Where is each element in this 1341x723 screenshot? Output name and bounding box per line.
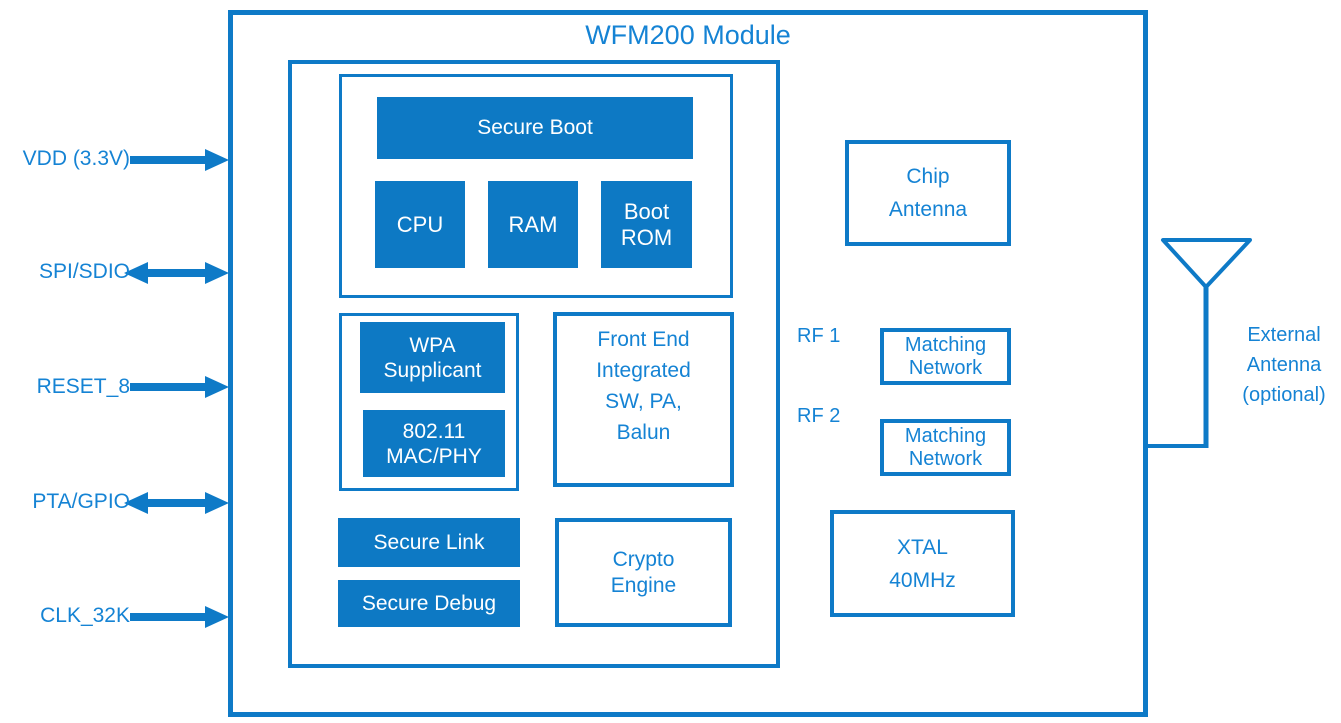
block-chip-antenna: Chip Antenna	[845, 140, 1011, 246]
block-ram: RAM	[488, 181, 578, 268]
block-front-end: Front End Integrated SW, PA, Balun	[553, 312, 734, 487]
block-matching-network-1: Matching Network	[880, 328, 1011, 385]
external-antenna-label: External Antenna (optional)	[1242, 324, 1326, 406]
reset-arrow-icon	[130, 376, 229, 398]
spi-sdio-double-arrow-icon	[124, 262, 229, 284]
block-80211-mac-phy: 802.11 MAC/PHY	[363, 410, 505, 477]
port-label-spi-sdio: SPI/SDIO	[38, 260, 130, 283]
block-secure-link: Secure Link	[338, 518, 520, 567]
block-wpa-supplicant: WPA Supplicant	[360, 322, 505, 393]
port-label-pta-gpio: PTA/GPIO	[32, 490, 130, 513]
clk-arrow-icon	[130, 606, 229, 628]
port-label-reset: RESET_8	[36, 375, 130, 398]
block-secure-debug: Secure Debug	[338, 580, 520, 627]
block-secure-boot: Secure Boot	[377, 97, 693, 159]
block-xtal: XTAL 40MHz	[830, 510, 1015, 617]
vdd-arrow-icon	[130, 149, 229, 171]
rf1-label: RF 1	[797, 325, 841, 347]
port-label-vdd: VDD (3.3V)	[22, 147, 130, 170]
block-cpu: CPU	[375, 181, 465, 268]
pta-gpio-double-arrow-icon	[124, 492, 229, 514]
diagram-title: WFM200 Module	[585, 20, 791, 50]
block-crypto-engine: Crypto Engine	[555, 518, 732, 627]
block-boot-rom: Boot ROM	[601, 181, 692, 268]
port-label-clk-32k: CLK_32K	[40, 604, 130, 627]
block-matching-network-2: Matching Network	[880, 419, 1011, 476]
rf2-label: RF 2	[797, 405, 841, 427]
